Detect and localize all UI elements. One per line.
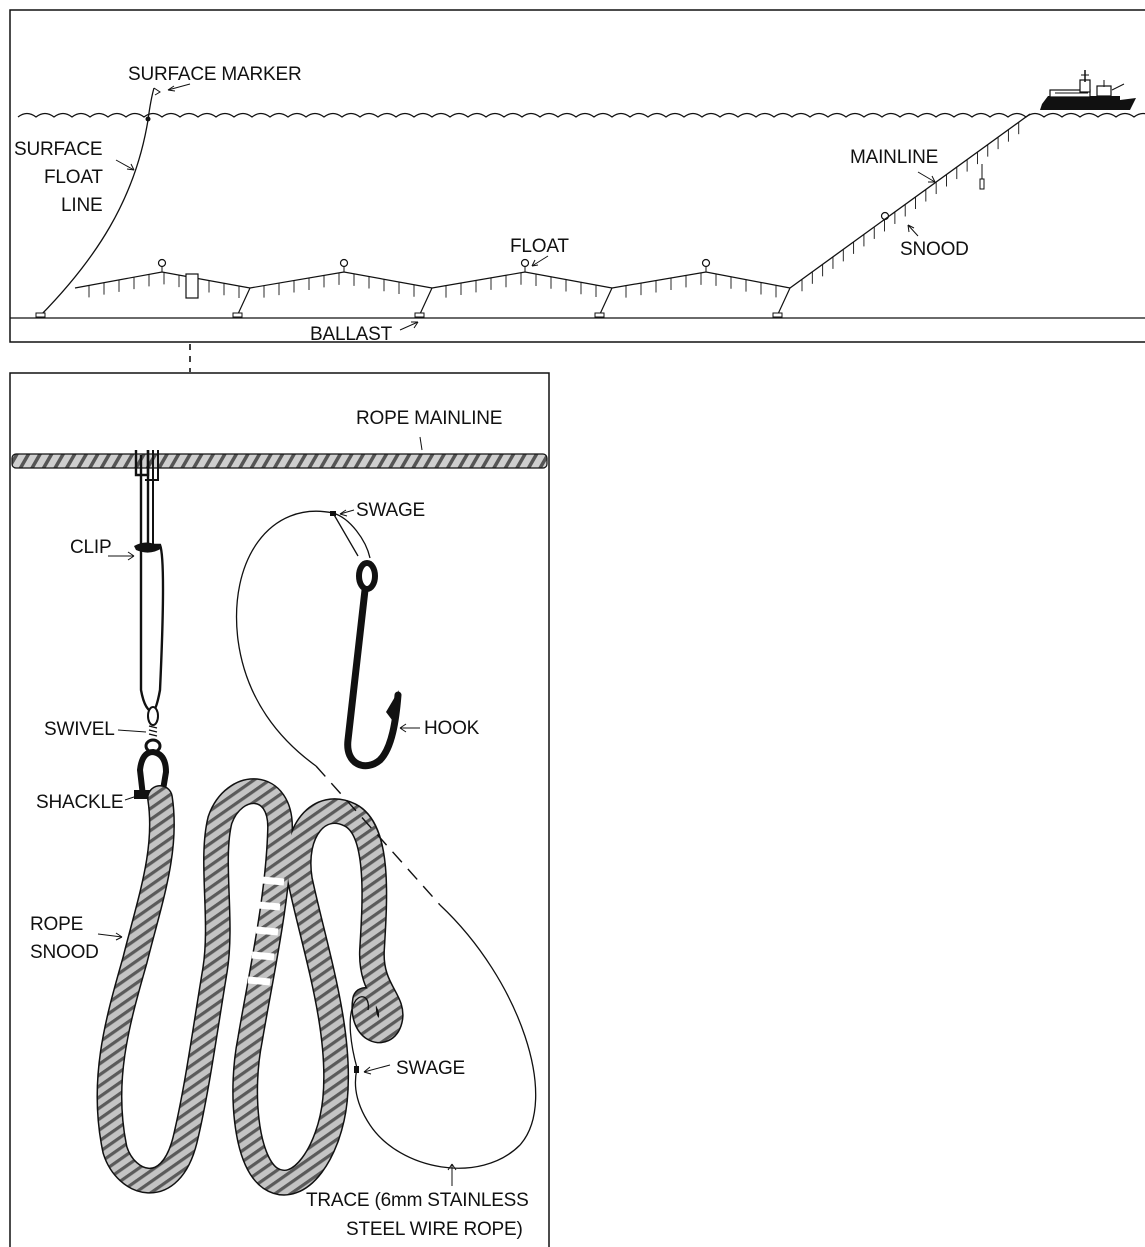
label-trace-2: STEEL WIRE ROPE) bbox=[346, 1219, 523, 1240]
trace-wire bbox=[236, 510, 537, 1169]
arrow-swage-top bbox=[339, 509, 355, 515]
ballast-weight-icon bbox=[594, 312, 605, 318]
arrowhead bbox=[411, 321, 419, 329]
arrowhead bbox=[115, 932, 123, 941]
label-clip: CLIP bbox=[70, 537, 111, 558]
arrow-swage-bottom bbox=[363, 1064, 391, 1073]
fishing-vessel-icon bbox=[1040, 70, 1136, 110]
surface-float-line bbox=[39, 87, 155, 317]
rope-snood bbox=[96, 778, 404, 1196]
top-panel: SURFACE MARKER SURFACE FLOAT LINE MAINLI… bbox=[9, 9, 1145, 345]
arrowhead bbox=[907, 224, 915, 233]
water-surface bbox=[17, 112, 1145, 118]
arrowhead bbox=[928, 175, 936, 183]
wave-line bbox=[17, 112, 1145, 118]
detail-locator-box bbox=[185, 273, 199, 299]
swage-bottom-icon bbox=[354, 1066, 359, 1073]
arrowhead bbox=[531, 259, 539, 267]
arrow-surface-marker bbox=[167, 83, 191, 91]
arrow-rope-snood bbox=[97, 933, 123, 938]
ballast-weight-icon bbox=[35, 312, 46, 318]
label-ballast: BALLAST bbox=[310, 324, 393, 345]
float-icon bbox=[520, 258, 530, 268]
arrow-shackle bbox=[124, 794, 141, 801]
ballast-weight-icon bbox=[772, 312, 783, 318]
label-shackle: SHACKLE bbox=[36, 792, 123, 813]
mainline-baskets bbox=[35, 258, 791, 318]
ascending-mainline bbox=[789, 113, 1031, 289]
surface-marker-flag-icon bbox=[153, 87, 161, 96]
ballast-line bbox=[237, 287, 251, 315]
arrowhead bbox=[127, 551, 135, 561]
arrow-swivel bbox=[117, 729, 147, 733]
pointer-rope-mainline bbox=[419, 436, 423, 451]
arrow-float bbox=[531, 255, 549, 267]
arrowhead bbox=[126, 163, 135, 171]
arrowhead bbox=[447, 1163, 457, 1171]
surface-marker-buoy-icon bbox=[145, 116, 151, 122]
detail-panel: ROPE MAINLINE CLIP SWIVEL SHACKLE bbox=[9, 372, 550, 1247]
label-rope-mainline: ROPE MAINLINE bbox=[356, 408, 502, 429]
label-snood: SNOOD bbox=[900, 239, 969, 260]
ballast-line bbox=[777, 287, 791, 315]
basket-mainline bbox=[249, 271, 433, 289]
ballast-line bbox=[599, 287, 613, 315]
arrowhead bbox=[339, 509, 348, 517]
float-icon bbox=[157, 258, 167, 268]
ballast-weight-icon bbox=[414, 312, 425, 318]
radio-beacon-icon bbox=[979, 178, 985, 190]
label-surface-1: SURFACE bbox=[14, 139, 102, 160]
ballast-weight-icon bbox=[232, 312, 243, 318]
hook-icon bbox=[344, 560, 402, 770]
ascending-snoods bbox=[801, 122, 1020, 292]
label-surface-3: LINE bbox=[61, 195, 102, 216]
label-surface-2: FLOAT bbox=[44, 167, 103, 188]
ballast-line bbox=[419, 287, 433, 315]
top-panel-frame bbox=[9, 9, 1145, 343]
float-icon bbox=[701, 258, 711, 268]
label-hook: HOOK bbox=[424, 718, 480, 739]
arrow-snood bbox=[907, 224, 919, 237]
clip-icon bbox=[134, 450, 165, 714]
label-rope-1: ROPE bbox=[30, 914, 83, 935]
label-swage-bottom: SWAGE bbox=[396, 1058, 465, 1079]
arrow-ballast bbox=[399, 321, 419, 331]
swage-top-icon bbox=[330, 511, 336, 516]
label-swage-top: SWAGE bbox=[356, 500, 425, 521]
float-icon bbox=[339, 258, 349, 268]
label-float: FLOAT bbox=[510, 236, 569, 257]
basket-mainline bbox=[431, 271, 613, 289]
label-swivel: SWIVEL bbox=[44, 719, 115, 740]
label-rope-2: SNOOD bbox=[30, 942, 99, 963]
swivel-icon bbox=[144, 706, 162, 754]
label-trace-1: TRACE (6mm STAINLESS bbox=[306, 1190, 529, 1211]
arrowhead bbox=[399, 723, 407, 733]
arrow-surface-float-line bbox=[115, 159, 135, 171]
arrowhead bbox=[167, 85, 176, 92]
label-mainline: MAINLINE bbox=[850, 147, 938, 168]
rope-mainline bbox=[11, 453, 548, 469]
float-icon bbox=[880, 211, 890, 221]
detail-panel-frame bbox=[9, 372, 550, 1247]
label-surface-marker: SURFACE MARKER bbox=[128, 64, 302, 85]
arrowhead bbox=[363, 1066, 372, 1075]
arrow-mainline bbox=[917, 171, 936, 183]
